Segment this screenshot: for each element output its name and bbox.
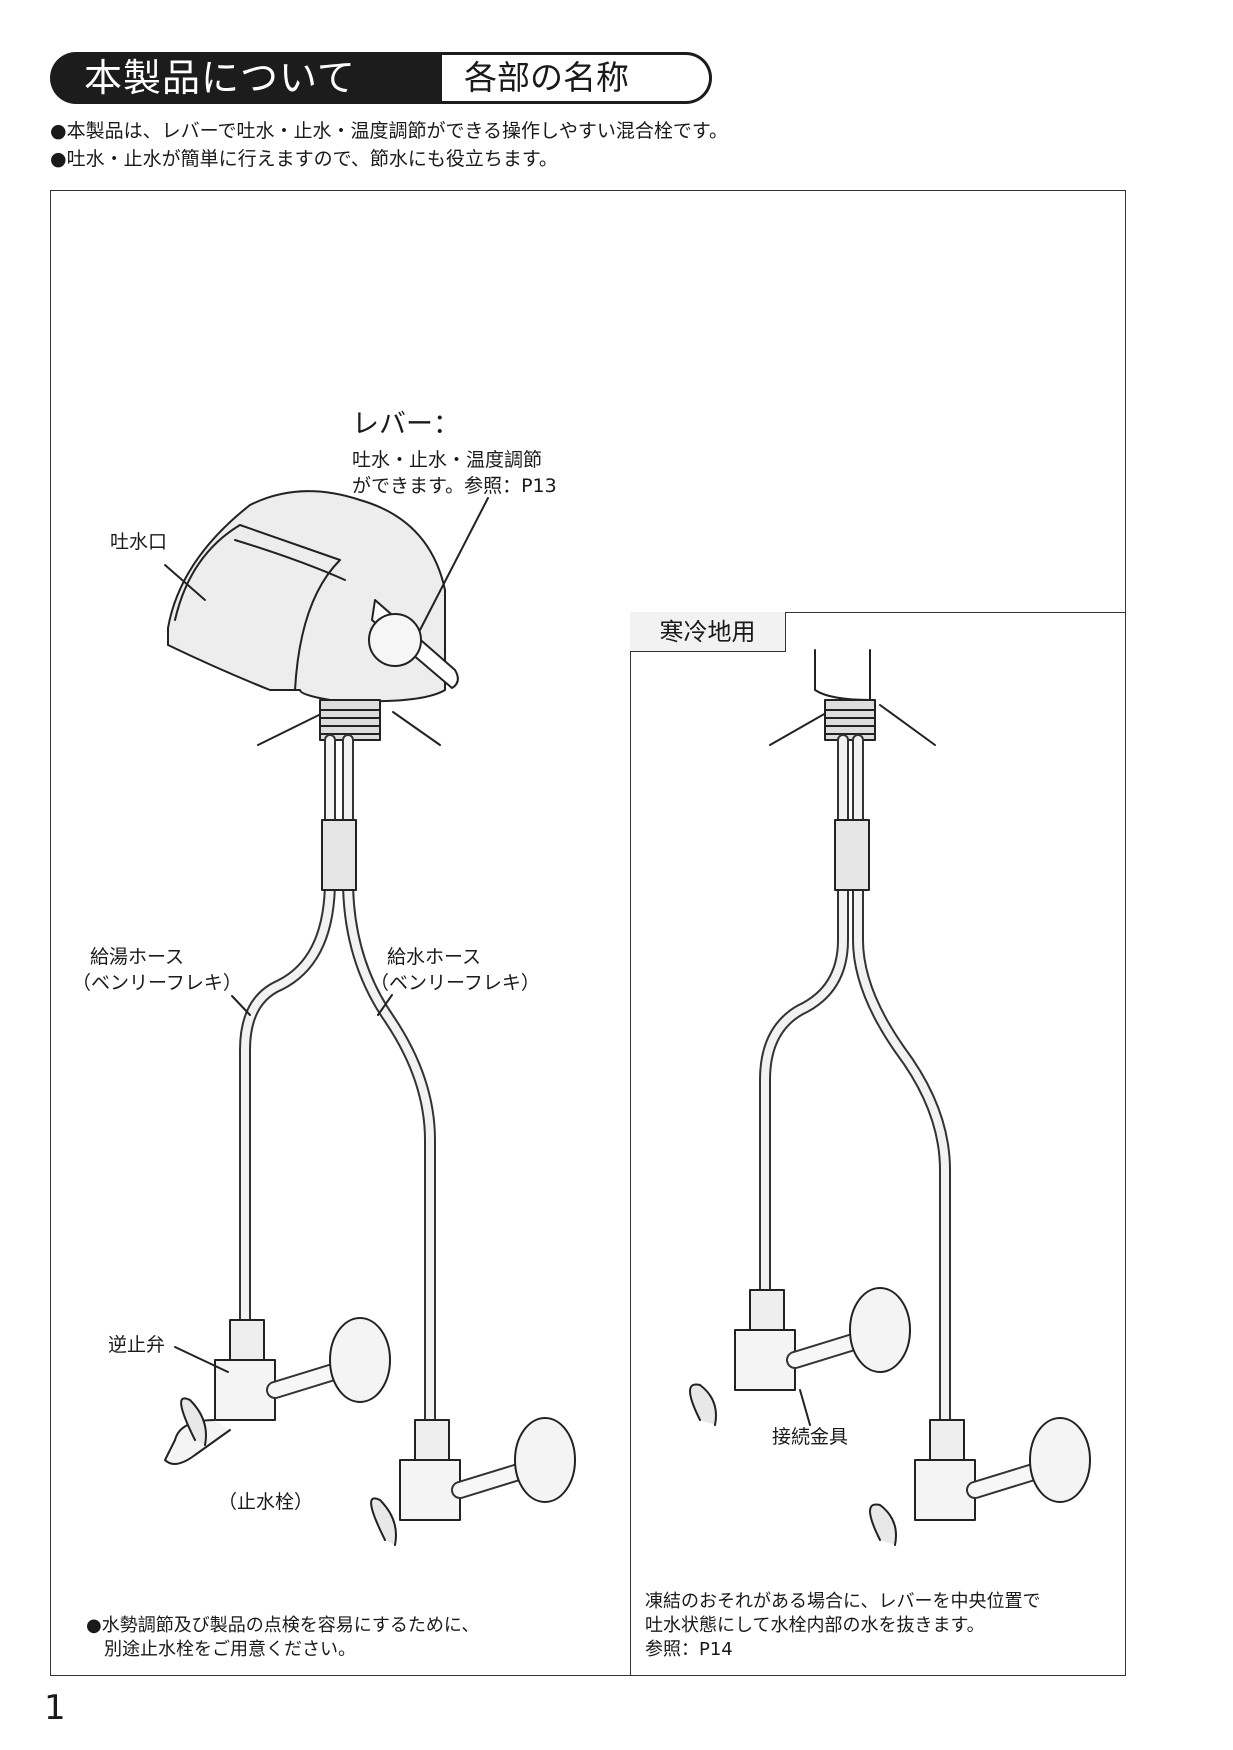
valve-handle-cold <box>370 1497 397 1546</box>
cold-note-line-3: 参照：P14 <box>645 1639 733 1660</box>
cold-note-line-2: 吐水状態にして水栓内部の水を抜きます。 <box>645 1615 985 1636</box>
hot-hose-label-1: 給湯ホース <box>90 946 185 968</box>
check-valve-label: 逆止弁 <box>108 1334 166 1356</box>
intro-bullet-1: ●本製品は、レバーで吐水・止水・温度調節ができる操作しやすい混合栓です。 <box>50 120 728 142</box>
spout-leader <box>164 564 206 601</box>
hot-hose-label-2: （ベンリーフレキ） <box>72 972 242 994</box>
cold-note-line-1: 凍結のおそれがある場合に、レバーを中央位置で <box>645 1591 1041 1612</box>
intro-bullet-2: ●吐水・止水が簡単に行えますので、節水にも役立ちます。 <box>50 148 558 170</box>
connector-label: 接続金具 <box>772 1426 849 1448</box>
cold-region-panel <box>630 612 1126 1676</box>
stop-valve-label: （止水栓） <box>218 1491 314 1513</box>
counter-line-left <box>257 711 326 746</box>
faucet-body <box>167 490 446 703</box>
section-subtitle: 各部の名称 <box>442 52 712 104</box>
diagram-panel <box>50 190 1126 1676</box>
section-title: 本製品について <box>50 52 442 104</box>
lever-leader <box>419 497 489 631</box>
lever-label-desc-1: 吐水・止水・温度調節 <box>352 449 543 471</box>
spout-face <box>174 524 341 691</box>
footer-note-line-2: 別途止水栓をご用意ください。 <box>86 1639 356 1660</box>
hot-hose-leader <box>231 995 251 1016</box>
footer-note-line-1: ●水勢調節及び製品の点検を容易にするために、 <box>86 1615 480 1636</box>
connector-leader <box>799 1389 811 1426</box>
spout-label: 吐水口 <box>110 531 168 553</box>
lever-label-title: レバー： <box>352 409 460 440</box>
valve-handle-hot <box>180 1397 207 1446</box>
hose-joint <box>321 819 357 891</box>
cold-hose-label-2: （ベンリーフレキ） <box>370 972 540 994</box>
page-number: 1 <box>44 1688 66 1728</box>
counter-line-right <box>392 711 441 746</box>
lever-label-desc-2: ができます。参照：P13 <box>352 475 557 497</box>
cold-hose-label-1: 給水ホース <box>387 946 482 968</box>
check-valve-leader <box>174 1346 229 1373</box>
cold-hose-leader <box>377 994 393 1016</box>
cold-region-tab: 寒冷地用 <box>630 612 786 652</box>
